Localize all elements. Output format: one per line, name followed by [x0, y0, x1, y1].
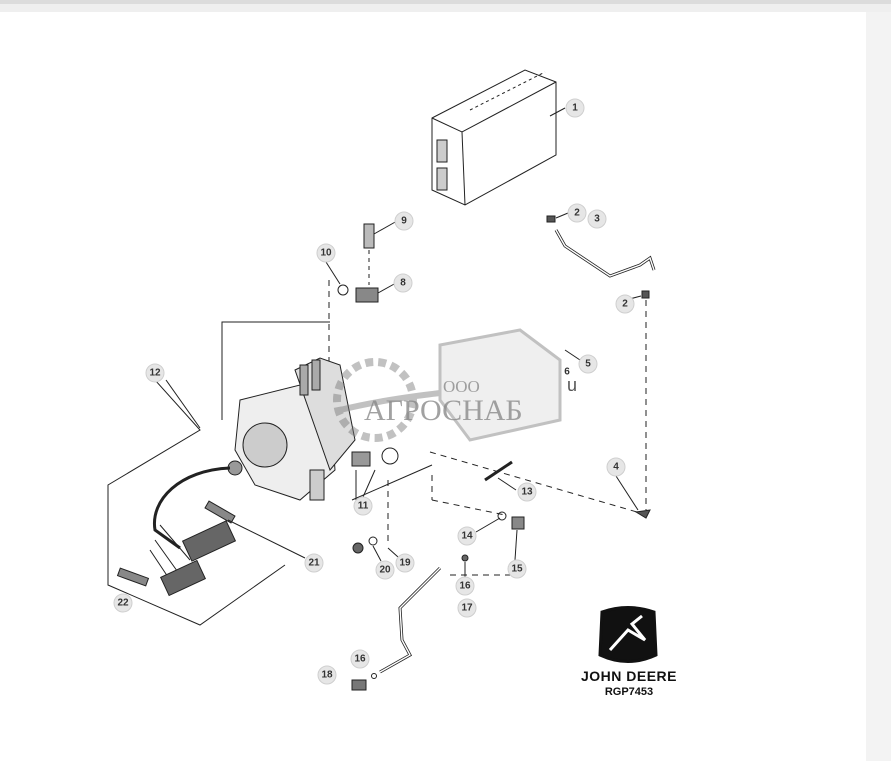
fuel-line	[554, 229, 656, 278]
callout-6: 6	[564, 367, 570, 378]
scroll-gutter	[866, 12, 891, 761]
diagram-code: RGP7453	[604, 686, 654, 698]
svg-text:3: 3	[594, 214, 600, 225]
callout-9: 9	[394, 211, 414, 231]
callout-4: 4	[606, 457, 626, 477]
callout-2: 2	[615, 294, 635, 314]
callout-14: 14	[457, 526, 477, 546]
svg-text:5: 5	[585, 359, 591, 370]
svg-text:14: 14	[461, 531, 473, 542]
svg-text:13: 13	[521, 487, 533, 498]
callout-11: 11	[353, 496, 373, 516]
callout-16: 16	[455, 576, 475, 596]
callout-19: 19	[395, 553, 415, 573]
svg-text:8: 8	[400, 278, 406, 289]
callout-22: 22	[113, 593, 133, 613]
callout-13: 13	[517, 482, 537, 502]
brand-block: JOHN DEERE RGP7453	[572, 668, 686, 698]
svg-text:6: 6	[564, 367, 570, 378]
ecu-module	[431, 69, 557, 206]
stray-label: u	[567, 375, 577, 395]
john-deere-logo	[598, 606, 658, 663]
svg-text:11: 11	[358, 501, 369, 512]
watermark-logo	[333, 328, 562, 442]
svg-text:19: 19	[399, 558, 411, 569]
svg-text:12: 12	[149, 368, 161, 379]
injection-pump	[221, 321, 399, 501]
svg-text:20: 20	[379, 565, 391, 576]
callout-1: 1	[565, 98, 585, 118]
svg-text:4: 4	[613, 462, 619, 473]
svg-text:2: 2	[622, 299, 628, 310]
callout-15: 15	[507, 559, 527, 579]
watermark-name: АГРОСНАБ	[364, 394, 523, 427]
svg-text:16: 16	[354, 654, 366, 665]
svg-text:1: 1	[572, 103, 578, 114]
callout-8: 8	[393, 273, 413, 293]
svg-text:9: 9	[401, 216, 407, 227]
callout-16: 16	[350, 649, 370, 669]
callout-10: 10	[316, 243, 336, 263]
callout-17: 17	[457, 598, 477, 618]
svg-text:10: 10	[320, 248, 332, 259]
watermark-prefix: ООО	[443, 377, 480, 396]
callout-2: 2	[567, 203, 587, 223]
callout-12: 12	[145, 363, 165, 383]
callout-3: 3	[587, 209, 607, 229]
svg-text:22: 22	[117, 598, 129, 609]
callout-18: 18	[317, 665, 337, 685]
svg-text:15: 15	[511, 564, 523, 575]
brand-name: JOHN DEERE	[580, 668, 678, 684]
callout-20: 20	[375, 560, 395, 580]
svg-text:16: 16	[459, 581, 471, 592]
top-bar	[0, 0, 891, 4]
callout-5: 5	[578, 354, 598, 374]
svg-text:21: 21	[308, 558, 320, 569]
svg-text:18: 18	[321, 670, 333, 681]
callout-21: 21	[304, 553, 324, 573]
svg-text:2: 2	[574, 208, 580, 219]
svg-text:17: 17	[461, 603, 473, 614]
